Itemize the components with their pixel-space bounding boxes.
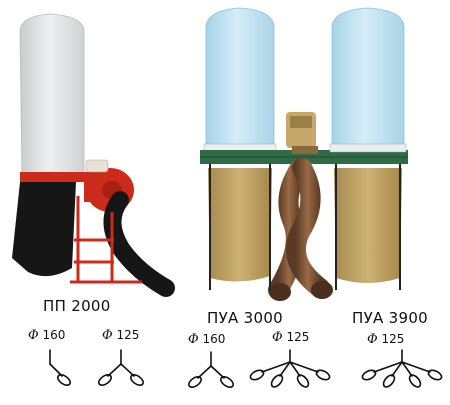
- pua3000-machine: [200, 7, 408, 301]
- model-label-pua3000: ПУА 3000: [207, 309, 284, 327]
- phi-symbol: Φ: [188, 332, 199, 347]
- diameter-pua3900-125: Φ 125: [367, 332, 404, 347]
- diameter-pua3000-160: Φ 160: [188, 332, 225, 347]
- phi-symbol: Φ: [272, 330, 283, 345]
- diameter-pua3000-125: Φ 125: [272, 330, 309, 345]
- diameter-pp2000-125: Φ 125: [102, 328, 139, 343]
- diameter-value: 125: [286, 330, 310, 344]
- diameter-value: 125: [116, 328, 140, 342]
- diameter-value: 160: [202, 332, 226, 346]
- phi-symbol: Φ: [28, 328, 39, 343]
- scheme-pua3000-d160: [188, 351, 234, 388]
- diameter-value: 160: [42, 328, 66, 342]
- phi-symbol: Φ: [367, 332, 378, 347]
- scheme-pua3000-d125: [249, 349, 331, 388]
- pp2000-machine: [12, 13, 175, 297]
- scheme-pp2000-d125: [98, 349, 144, 386]
- model-label-pua3900: ПУА 3900: [352, 309, 429, 327]
- phi-symbol: Φ: [102, 328, 113, 343]
- model-label-pp2000: ПП 2000: [43, 297, 111, 315]
- diameter-value: 125: [381, 332, 405, 346]
- scheme-pp2000-d160: [49, 349, 71, 386]
- scheme-pua3900-d125: [361, 349, 443, 388]
- diameter-pp2000-160: Φ 160: [28, 328, 65, 343]
